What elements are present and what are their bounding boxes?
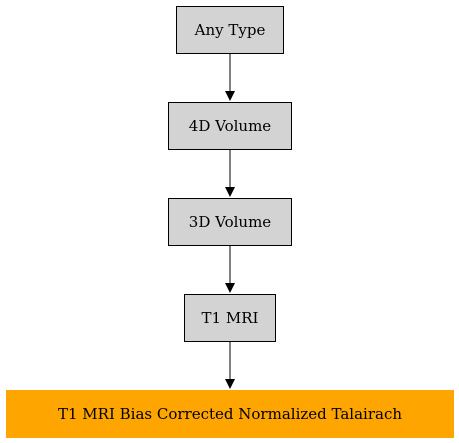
node-4d-volume[interactable]: 4D Volume [168,102,292,150]
node-3d-volume[interactable]: 3D Volume [168,198,292,246]
node-any-type[interactable]: Any Type [176,6,284,54]
node-t1-mri-bias-corrected-normalized-talairach[interactable]: T1 MRI Bias Corrected Normalized Talaira… [6,390,454,438]
node-t1-mri[interactable]: T1 MRI [184,294,276,342]
